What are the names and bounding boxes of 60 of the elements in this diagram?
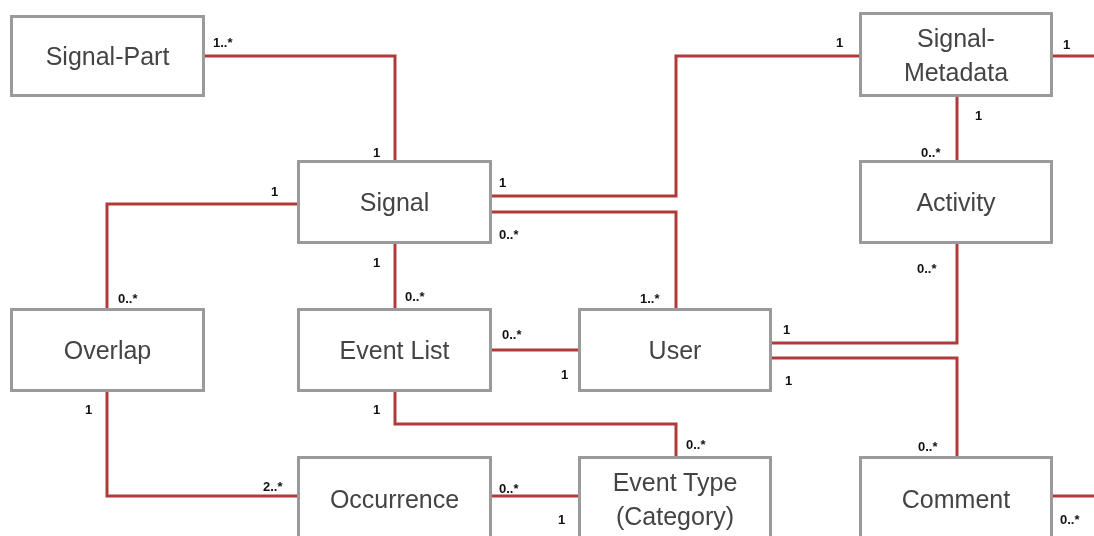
multiplicity-label: 0..* <box>918 440 938 454</box>
multiplicity-label: 1 <box>373 146 381 160</box>
multiplicity-label: 0..* <box>917 262 937 276</box>
multiplicity-label: 1..* <box>213 36 233 50</box>
connector-line <box>492 210 678 308</box>
multiplicity-label: 0..* <box>502 328 522 342</box>
multiplicity-label: 0..* <box>118 292 138 306</box>
entity-box <box>859 12 1053 97</box>
multiplicity-label: 2..* <box>263 480 283 494</box>
connector-line <box>1053 494 1094 498</box>
multiplicity-label: 1 <box>783 323 791 337</box>
multiplicity-label: 0..* <box>499 228 519 242</box>
connector-line <box>772 356 959 456</box>
entity-name: User <box>648 335 702 366</box>
entity-box <box>297 308 492 392</box>
connector-line <box>1053 54 1094 58</box>
multiplicity-label: 1 <box>373 256 381 270</box>
multiplicity-label: 1 <box>561 368 569 382</box>
entity-box <box>297 160 492 244</box>
multiplicity-label: 1 <box>785 374 793 388</box>
entity-name: Signal-Part <box>45 41 170 72</box>
entity-name: Comment <box>901 484 1011 515</box>
entity-name: Event Type (Category) <box>611 467 739 532</box>
connector-line <box>393 244 397 308</box>
entity-box <box>10 308 205 392</box>
connector-line <box>393 392 678 456</box>
entity-box <box>578 308 772 392</box>
multiplicity-label: 1 <box>558 513 566 527</box>
connector-line <box>105 202 297 308</box>
multiplicity-label: 1 <box>373 403 381 417</box>
multiplicity-label: 1 <box>85 403 93 417</box>
entity-box <box>297 456 492 536</box>
connector-line <box>955 97 959 160</box>
multiplicity-label: 0..* <box>405 290 425 304</box>
connector-line <box>492 494 578 498</box>
entity-name: Signal <box>359 187 430 218</box>
multiplicity-label: 1 <box>836 36 844 50</box>
multiplicity-label: 1 <box>975 109 983 123</box>
entity-box <box>859 160 1053 244</box>
connector-line <box>772 244 959 345</box>
connector-line <box>492 348 578 352</box>
entity-box <box>10 15 205 97</box>
entity-box <box>578 456 772 536</box>
entity-box <box>859 456 1053 536</box>
entity-name: Signal-Metadata <box>902 22 1010 88</box>
connector-line <box>205 54 397 160</box>
connector-line <box>492 54 859 198</box>
multiplicity-label: 0..* <box>1060 513 1080 527</box>
multiplicity-label: 1 <box>271 185 279 199</box>
entity-name: Overlap <box>63 335 152 366</box>
multiplicity-label: 1 <box>1063 38 1071 52</box>
entity-name: Activity <box>916 187 996 218</box>
entity-name: Event List <box>339 335 450 366</box>
connector-line <box>105 392 297 498</box>
multiplicity-label: 1..* <box>640 292 660 306</box>
multiplicity-label: 0..* <box>499 482 519 496</box>
entity-name: Occurrence <box>329 484 460 515</box>
multiplicity-label: 0..* <box>686 438 706 452</box>
multiplicity-label: 1 <box>499 176 507 190</box>
multiplicity-label: 0..* <box>921 146 941 160</box>
